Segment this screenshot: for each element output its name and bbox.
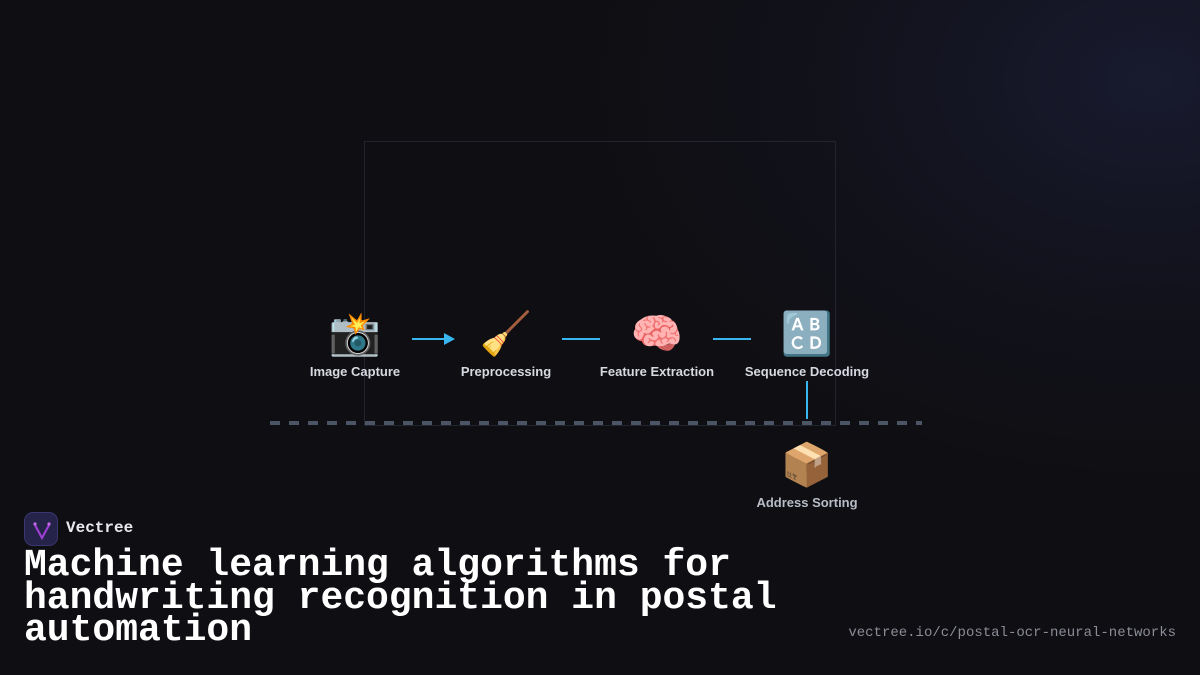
vectree-logo bbox=[24, 512, 58, 546]
node-label: Preprocessing bbox=[460, 364, 552, 379]
package-icon: 📦 bbox=[780, 440, 834, 489]
node-label: Sequence Decoding bbox=[744, 364, 870, 379]
node-image-capture: 📸 Image Capture bbox=[275, 309, 435, 380]
abcd-icon: 🔠 bbox=[780, 309, 834, 358]
page-title: Machine learning algorithms for handwrit… bbox=[24, 544, 777, 652]
node-preprocessing: 🧹 Preprocessing bbox=[426, 309, 586, 380]
node-label: Address Sorting bbox=[756, 495, 858, 510]
page-url: vectree.io/c/postal-ocr-neural-networks bbox=[848, 625, 1176, 641]
edge-features-decoding bbox=[713, 338, 751, 340]
node-address-sorting: 📦 Address Sorting bbox=[727, 440, 887, 511]
node-label: Feature Extraction bbox=[599, 364, 715, 379]
node-label: Image Capture bbox=[309, 364, 401, 379]
brain-icon: 🧠 bbox=[630, 309, 684, 358]
vectree-logo-icon bbox=[33, 522, 51, 541]
dashed-divider bbox=[270, 421, 922, 425]
edge-preprocessing-features bbox=[562, 338, 600, 340]
envelope-frame bbox=[364, 141, 836, 426]
edge-capture-preprocessing bbox=[412, 338, 446, 340]
envelope-address-text: To: ZIP 10001 bbox=[306, 405, 353, 414]
brand-name: Vectree bbox=[66, 519, 134, 537]
arrowhead-icon bbox=[444, 333, 455, 345]
node-feature-extraction: 🧠 Feature Extraction bbox=[577, 309, 737, 380]
edge-decoding-sorting bbox=[806, 381, 808, 419]
node-sequence-decoding: 🔠 Sequence Decoding bbox=[727, 309, 887, 380]
camera-flash-icon: 📸 bbox=[328, 309, 382, 358]
broom-icon: 🧹 bbox=[479, 309, 533, 358]
